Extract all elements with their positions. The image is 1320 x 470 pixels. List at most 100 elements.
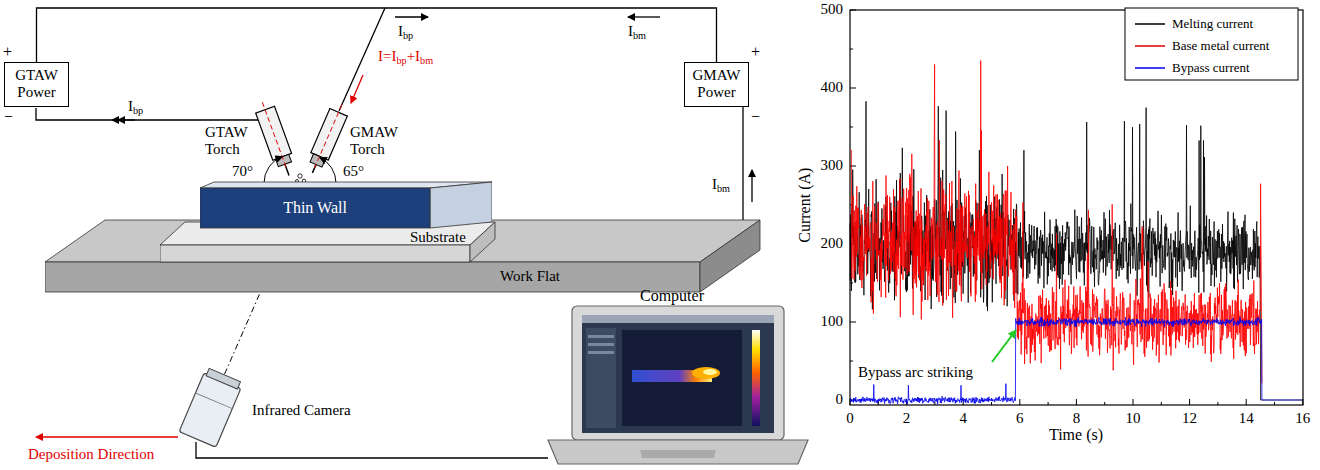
laptop-part <box>703 369 717 375</box>
wire-part <box>36 108 258 120</box>
total-current-arrow <box>351 75 363 103</box>
laptop-part <box>582 315 774 323</box>
tick-label: 8 <box>1073 410 1081 427</box>
legend-entry: Bypass current <box>1172 57 1269 79</box>
annotation-arrow <box>992 330 1016 362</box>
legend-frame-part <box>1125 8 1298 80</box>
current-symbol: I <box>712 176 717 192</box>
tick-label: 14 <box>1239 410 1254 427</box>
callout-text: − <box>4 108 13 126</box>
legend-frame-part <box>1135 23 1165 25</box>
legend-frame-part <box>1135 67 1165 69</box>
infrared-camera-part <box>206 368 240 389</box>
power-supply-box: GTAW Power <box>4 62 69 107</box>
chart-frame-part-part <box>850 399 851 405</box>
callout-text: GMAW Torch <box>350 124 402 159</box>
angle-arc <box>264 157 336 183</box>
current-symbol: I <box>398 23 403 39</box>
current-arrow-part <box>395 16 428 17</box>
callout-text: + <box>3 43 12 61</box>
bypass-current-trace <box>850 317 1303 404</box>
chart-frame-part-part <box>1133 399 1134 405</box>
chart-legend: Melting currentBase metal currentBypass … <box>1172 13 1269 79</box>
node-text: Substrate <box>410 229 466 246</box>
node-text: Thin Wall <box>283 199 347 217</box>
angle-arc-part <box>264 157 282 183</box>
chart-frame-part-part <box>1048 402 1049 405</box>
tick-label: 16 <box>1295 410 1310 427</box>
chart-frame-part-part <box>934 402 935 405</box>
tick-label: 12 <box>1182 410 1197 427</box>
node-text: GTAW Power <box>7 67 66 102</box>
current-symbol: +I <box>407 48 420 64</box>
chart-frame-part-part <box>1019 399 1020 405</box>
subscript: bm <box>420 55 433 66</box>
power-wire <box>37 8 717 62</box>
tick-label: 500 <box>821 1 844 18</box>
base-metal-current-trace <box>850 61 1262 384</box>
axis-label: Time (s) <box>1049 426 1103 444</box>
laptop-part <box>622 330 742 426</box>
current-symbol: I <box>628 23 633 39</box>
chart-frame-part-part <box>1217 402 1218 405</box>
callout-text: Infrared Camera <box>252 402 351 419</box>
subscript: bm <box>717 183 730 194</box>
gtaw-torch-part <box>276 154 292 166</box>
legend-frame-part <box>1135 45 1165 47</box>
gtaw-torch <box>253 99 298 179</box>
tick-label: 300 <box>821 157 844 174</box>
current-arrow <box>112 119 135 120</box>
tick-label: 400 <box>821 79 844 96</box>
chart-frame <box>850 10 1303 405</box>
laptop <box>548 306 808 464</box>
slab-face <box>200 188 430 228</box>
current-arrow-part <box>628 16 660 17</box>
slab-face <box>45 262 700 292</box>
current-label: Ibm <box>628 23 646 40</box>
current-label: Ibm <box>712 176 730 193</box>
laptop-part <box>640 450 716 458</box>
chart-frame-part-part <box>1076 399 1077 405</box>
callout-text: + <box>751 43 760 61</box>
tick-label: 200 <box>821 235 844 252</box>
chart-frame-part-part <box>850 49 853 50</box>
chart-frame-part-part <box>850 127 853 128</box>
slab-face <box>160 245 470 262</box>
subscript: bp <box>403 30 413 41</box>
tick-label: 6 <box>1016 410 1024 427</box>
angle-arc-part <box>320 158 336 183</box>
arc-droplets-part <box>298 174 302 178</box>
chart-frame-part-part <box>850 88 856 89</box>
current-arrow-part <box>751 170 752 202</box>
chart-frame-part-part <box>850 166 856 167</box>
laptop-part <box>548 440 808 464</box>
callout-text: − <box>751 108 760 126</box>
chart-frame-part <box>850 61 1303 405</box>
current-symbol: I <box>128 98 133 114</box>
tick-label: 100 <box>821 313 844 330</box>
chart-frame-part <box>850 10 1303 405</box>
laptop-part <box>752 330 760 426</box>
chart-frame-part-part <box>850 361 853 362</box>
wire-part <box>196 442 548 458</box>
axis-label: Current (A) <box>797 167 815 242</box>
subscript: bm <box>633 30 646 41</box>
laptop-part <box>588 335 614 338</box>
chart-frame-part-part <box>850 322 856 323</box>
slab-face <box>700 220 760 292</box>
laptop-part <box>588 343 614 346</box>
chart-frame-part-part <box>1161 402 1162 405</box>
chart-frame-part-part <box>991 402 992 405</box>
slab-face <box>45 220 760 262</box>
chart-frame-part-part <box>850 10 856 11</box>
power-wire <box>742 107 743 221</box>
axis-label: Bypass arc striking <box>858 364 973 381</box>
gmaw-torch-part <box>314 105 342 169</box>
chart-frame-part <box>850 10 1303 405</box>
laptop-part <box>692 367 720 379</box>
thin-wall: Thin Wall <box>200 180 492 230</box>
laptop-part <box>588 351 614 354</box>
laptop-part <box>586 328 616 428</box>
slab-face <box>430 182 492 228</box>
tick-label: 2 <box>903 410 911 427</box>
